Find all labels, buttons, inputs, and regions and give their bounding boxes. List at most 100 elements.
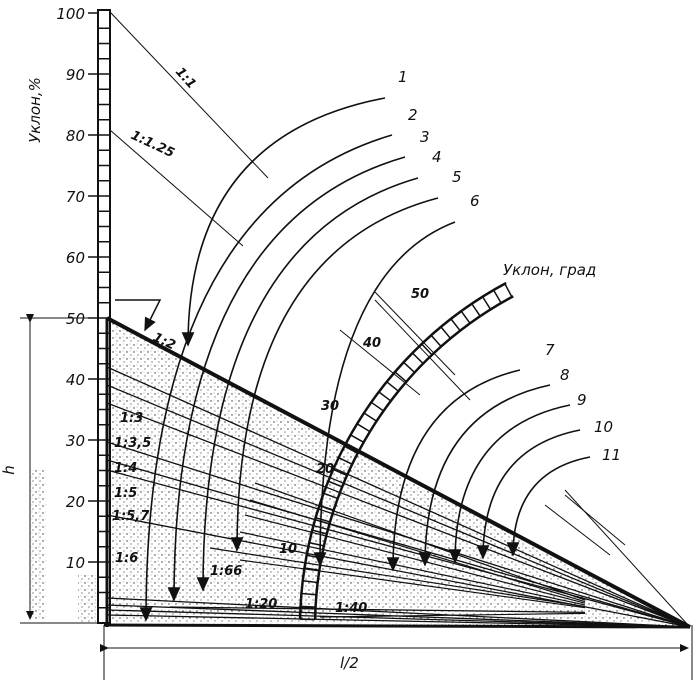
slope-line [209,547,586,608]
degree-tick-label: 50 [411,287,429,302]
arrow-number: 7 [545,341,555,359]
tick-label: 40 [66,371,85,389]
slope-line [169,606,586,613]
slope-label: 1:6 [115,551,138,566]
slope-line [106,469,691,628]
degree-rung [403,361,416,374]
degree-rung [460,310,471,324]
degree-rung [363,412,377,422]
slope-label: 1:40 [335,601,367,616]
curved-arrow [230,197,439,552]
curved-arrow [313,221,456,567]
arrow-number: 3 [420,128,430,146]
curved-arrow [386,369,521,572]
degree-rung [350,434,365,443]
curved-arrow [476,429,581,560]
degree-rung [304,567,320,571]
curved-arrow [167,156,406,602]
tick-label: 100 [56,5,85,23]
degree-rung [315,517,331,523]
degree-rung [394,371,407,383]
degree-rung [450,318,461,332]
arrow-number: 9 [577,391,587,409]
slope-label: 1:66 [210,564,242,579]
slope-label: 1:1.25 [128,128,176,161]
degree-tick-label: 40 [362,336,381,351]
degree-rung [370,401,384,412]
degree-rung [440,326,452,339]
guide-line [339,329,421,396]
shade-strip [78,575,96,623]
degree-tick-label: 30 [321,399,339,414]
degree-rung [378,391,392,402]
slope-line [244,514,586,604]
guide-line [374,299,471,401]
guide-line [564,494,626,546]
slope-line [106,597,691,628]
slope-label: 1:20 [245,597,277,612]
degree-rung [323,492,338,500]
tick-label: 70 [66,188,85,206]
degree-rung [338,457,353,465]
tick-label: 50 [66,310,85,328]
height-label: h [0,465,18,475]
slope-line [106,366,691,628]
slope-line [254,482,586,601]
degree-rung [386,381,399,392]
tick-label: 10 [66,554,85,572]
degree-rung [481,296,492,310]
degree-arc-outer [298,281,507,620]
axis-title: Уклон,% [26,77,44,143]
degree-rung [327,480,343,488]
slope-label: 1:4 [114,461,137,476]
slope-1-1-25-line [109,129,244,247]
width-label: l/2 [340,654,359,672]
slope-label: 1:5,7 [112,509,150,524]
slope-label: 1:3,5 [114,436,151,451]
slope-line [319,612,586,618]
tick-label: 80 [66,127,85,145]
curved-arrow [181,97,386,347]
arrow-number: 11 [602,446,621,464]
degree-rung [492,289,502,304]
degree-rung [332,468,348,477]
degree-scale-title: Уклон, град [503,261,596,279]
tick-label: 30 [66,432,85,450]
degree-rung [302,579,318,584]
tick-label: 60 [66,249,85,267]
arrow-number: 4 [432,148,442,166]
degree-rung [411,352,424,365]
tick-label: 20 [66,493,85,511]
arrow-number: 2 [408,106,418,124]
slope-line [106,402,691,628]
guide-line [564,489,689,626]
tick-label: 90 [66,66,85,84]
degree-rung [471,303,481,317]
degree-rung [344,445,359,454]
degree-rung [300,605,316,608]
arrow-number: 1 [398,68,408,86]
degree-rung [301,592,317,596]
base-line [103,623,691,629]
guide-line [544,504,611,556]
arrow-number: 6 [470,192,480,210]
shade-strip [30,470,46,620]
arrow-number: 8 [560,366,570,384]
degree-rung [430,334,442,348]
slope-line [106,614,691,628]
degree-rung [356,423,371,433]
curved-arrow [448,404,571,564]
guide-line [374,291,456,376]
degree-rung [309,541,325,547]
slope-label: 1:1 [172,65,199,92]
slope-line [106,459,691,628]
slope-line [249,499,586,603]
slope-label: 1:3 [120,411,143,426]
curved-arrow [196,177,419,592]
degree-rung [504,283,513,298]
arrow-number: 10 [594,418,613,436]
degree-tick-label: 10 [279,542,297,557]
curved-arrow [418,384,551,567]
curved-arrow [506,456,591,557]
